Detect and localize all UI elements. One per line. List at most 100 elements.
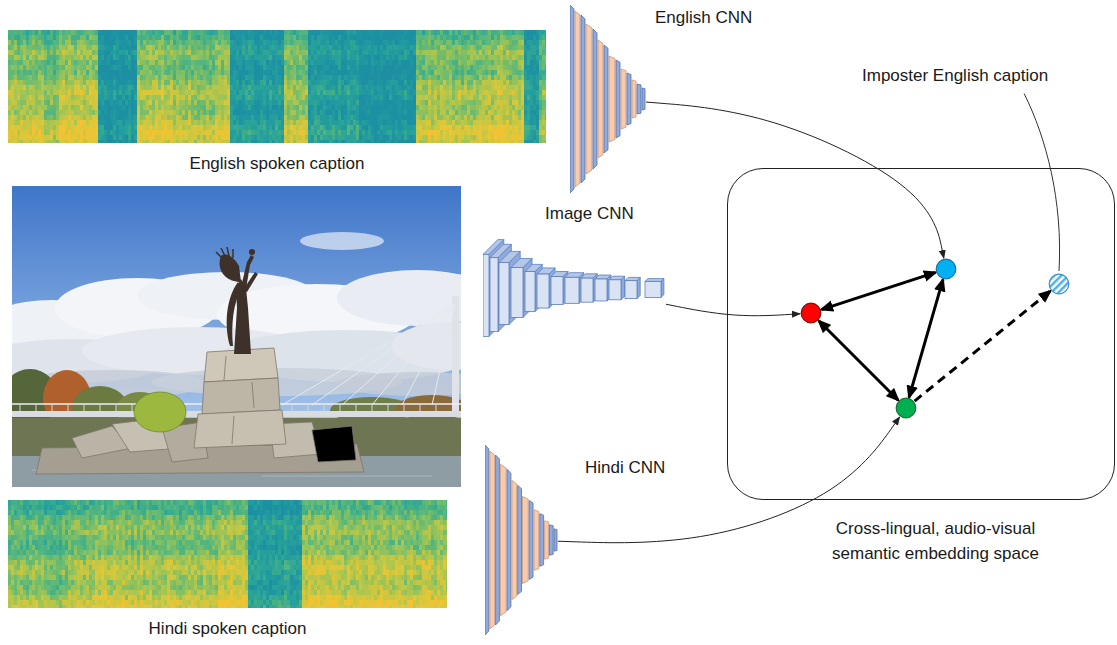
spectrogram-cell bbox=[29, 95, 32, 100]
spectrogram-cell bbox=[239, 85, 242, 90]
spectrogram-cell bbox=[50, 70, 53, 75]
spectrogram-cell bbox=[89, 60, 92, 65]
spectrogram-cell bbox=[17, 70, 20, 75]
spectrogram-cell bbox=[155, 80, 158, 85]
spectrogram-cell bbox=[203, 30, 206, 35]
spectrogram-cell bbox=[116, 90, 119, 95]
spectrogram-cell bbox=[44, 125, 47, 130]
spectrogram-cell bbox=[32, 35, 35, 40]
spectrogram-cell bbox=[257, 135, 260, 140]
spectrogram-cell bbox=[23, 50, 26, 55]
spectrogram-cell bbox=[119, 75, 122, 80]
spectrogram-cell bbox=[26, 95, 29, 100]
spectrogram-cell bbox=[47, 110, 50, 115]
spectrogram-cell bbox=[176, 45, 179, 50]
spectrogram-cell bbox=[257, 140, 260, 143]
spectrogram-cell bbox=[50, 95, 53, 100]
spectrogram-cell bbox=[50, 65, 53, 70]
spectrogram-cell bbox=[224, 70, 227, 75]
spectrogram-cell bbox=[98, 110, 101, 115]
spectrogram-cell bbox=[11, 65, 14, 70]
spectrogram-cell bbox=[257, 80, 260, 85]
spectrogram-cell bbox=[200, 60, 203, 65]
spectrogram-cell bbox=[206, 100, 209, 105]
spectrogram-cell bbox=[176, 90, 179, 95]
spectrogram-cell bbox=[197, 125, 200, 130]
spectrogram-cell bbox=[44, 120, 47, 125]
spectrogram-cell bbox=[179, 35, 182, 40]
spectrogram-cell bbox=[104, 40, 107, 45]
spectrogram-cell bbox=[257, 115, 260, 120]
spectrogram-cell bbox=[65, 120, 68, 125]
spectrogram-cell bbox=[119, 65, 122, 70]
spectrogram-cell bbox=[152, 80, 155, 85]
spectrogram-cell bbox=[167, 120, 170, 125]
spectrogram-cell bbox=[113, 55, 116, 60]
spectrogram-cell bbox=[251, 45, 254, 50]
spectrogram-cell bbox=[224, 100, 227, 105]
spectrogram-cell bbox=[113, 120, 116, 125]
spectrogram-cell bbox=[80, 115, 83, 120]
spectrogram-cell bbox=[179, 90, 182, 95]
spectrogram-cell bbox=[14, 85, 17, 90]
spectrogram-cell bbox=[176, 55, 179, 60]
spectrogram-cell bbox=[158, 115, 161, 120]
spectrogram-cell bbox=[107, 75, 110, 80]
spectrogram-cell bbox=[149, 90, 152, 95]
spectrogram-cell bbox=[107, 35, 110, 40]
spectrogram-cell bbox=[224, 30, 227, 35]
spectrogram-cell bbox=[170, 30, 173, 35]
spectrogram-cell bbox=[164, 45, 167, 50]
spectrogram-cell bbox=[23, 125, 26, 130]
spectrogram-cell bbox=[137, 125, 140, 130]
spectrogram-cell bbox=[245, 110, 248, 115]
spectrogram-cell bbox=[20, 50, 23, 55]
spectrogram-cell bbox=[185, 105, 188, 110]
spectrogram-cell bbox=[215, 60, 218, 65]
spectrogram-cell bbox=[83, 75, 86, 80]
spectrogram-cell bbox=[131, 45, 134, 50]
spectrogram-cell bbox=[170, 35, 173, 40]
spectrogram-cell bbox=[110, 80, 113, 85]
spectrogram-cell bbox=[110, 60, 113, 65]
spectrogram-cell bbox=[20, 65, 23, 70]
spectrogram-cell bbox=[263, 70, 266, 75]
spectrogram-cell bbox=[47, 90, 50, 95]
spectrogram-cell bbox=[209, 45, 212, 50]
spectrogram-cell bbox=[38, 100, 41, 105]
spectrogram-cell bbox=[197, 90, 200, 95]
spectrogram-cell bbox=[227, 95, 230, 100]
spectrogram-cell bbox=[107, 80, 110, 85]
spectrogram-cell bbox=[260, 45, 263, 50]
spectrogram-cell bbox=[149, 75, 152, 80]
spectrogram-cell bbox=[56, 30, 59, 35]
spectrogram-cell bbox=[125, 140, 128, 143]
spectrogram-cell bbox=[248, 135, 251, 140]
spectrogram-cell bbox=[254, 100, 257, 105]
spectrogram-cell bbox=[143, 45, 146, 50]
spectrogram-cell bbox=[83, 45, 86, 50]
spectrogram-cell bbox=[149, 110, 152, 115]
spectrogram-cell bbox=[233, 130, 236, 135]
spectrogram-cell bbox=[260, 105, 263, 110]
spectrogram-cell bbox=[161, 30, 164, 35]
spectrogram-cell bbox=[212, 60, 215, 65]
spectrogram-cell bbox=[77, 125, 80, 130]
spectrogram-cell bbox=[176, 60, 179, 65]
spectrogram-cell bbox=[260, 100, 263, 105]
spectrogram-cell bbox=[140, 30, 143, 35]
spectrogram-cell bbox=[236, 105, 239, 110]
spectrogram-cell bbox=[56, 100, 59, 105]
spectrogram-cell bbox=[71, 50, 74, 55]
spectrogram-cell bbox=[95, 140, 98, 143]
spectrogram-cell bbox=[197, 110, 200, 115]
spectrogram-cell bbox=[32, 100, 35, 105]
spectrogram-cell bbox=[38, 110, 41, 115]
spectrogram-cell bbox=[200, 70, 203, 75]
spectrogram-cell bbox=[68, 30, 71, 35]
spectrogram-cell bbox=[185, 130, 188, 135]
spectrogram-cell bbox=[227, 55, 230, 60]
spectrogram-cell bbox=[161, 105, 164, 110]
spectrogram-cell bbox=[224, 135, 227, 140]
spectrogram-cell bbox=[35, 140, 38, 143]
